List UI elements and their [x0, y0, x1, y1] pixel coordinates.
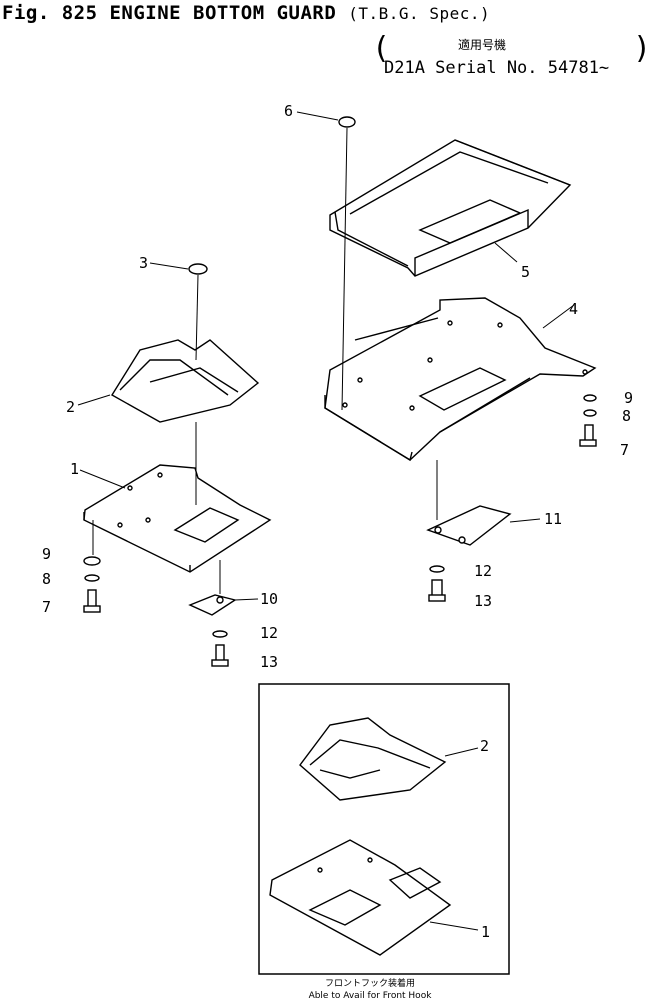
part-12-washer-left — [212, 630, 228, 638]
part-11-small-cover — [426, 505, 512, 546]
callout-7-right: 7 — [620, 441, 629, 459]
part-6-cap — [338, 116, 356, 128]
part-1-left-plate — [83, 464, 272, 573]
part-4-middle-plate — [324, 297, 597, 462]
inset-part-1-plate — [269, 839, 452, 956]
part-13-bolt-left — [211, 644, 229, 667]
callout-3: 3 — [139, 254, 148, 272]
inset-callout-1: 1 — [481, 923, 490, 941]
inset-frame — [258, 683, 510, 975]
inset-note-en: Able to Avail for Front Hook — [308, 991, 432, 1001]
callout-9-left: 9 — [42, 545, 51, 563]
callout-1: 1 — [70, 460, 79, 478]
part-9-washer-right — [583, 394, 597, 402]
part-7-bolt-left — [83, 589, 101, 613]
callout-8-right: 8 — [622, 407, 631, 425]
figure-title: Fig. 825 ENGINE BOTTOM GUARD (T.B.G. Spe… — [2, 2, 490, 24]
part-3-cap — [188, 263, 208, 275]
part-9-washer-left — [83, 556, 101, 566]
applicable-models-label: 適用号機 — [458, 38, 507, 52]
callout-10: 10 — [260, 590, 278, 608]
part-10-small-plate — [188, 594, 237, 616]
callout-11: 11 — [544, 510, 562, 528]
inset-callout-2: 2 — [480, 737, 489, 755]
part-7-bolt-right — [579, 424, 597, 447]
part-8-washer-right — [583, 409, 597, 417]
bracket-right: ) — [633, 31, 651, 66]
inset-part-2-guard — [299, 717, 447, 801]
part-5-upper-cover — [329, 139, 572, 277]
callout-7-left: 7 — [42, 598, 51, 616]
part-8-washer-left — [84, 574, 100, 582]
spec-label: (T.B.G. Spec.) — [348, 4, 491, 23]
callout-5: 5 — [521, 263, 530, 281]
callout-9-right: 9 — [624, 389, 633, 407]
bracket-left: ( — [372, 31, 391, 66]
callout-6: 6 — [284, 102, 293, 120]
callout-4: 4 — [569, 300, 578, 318]
part-13-bolt-right — [428, 579, 446, 602]
callout-8-left: 8 — [42, 570, 51, 588]
serial-range: D21A Serial No. 54781~ — [384, 58, 610, 78]
callout-13-right: 13 — [474, 592, 492, 610]
part-12-washer-right — [429, 565, 445, 573]
callout-2: 2 — [66, 398, 75, 416]
inset-note: フロントフック装着用 Able to Avail for Front Hook — [290, 978, 450, 1002]
callout-12-right: 12 — [474, 562, 492, 580]
figure-title-text: Fig. 825 ENGINE BOTTOM GUARD — [2, 2, 337, 24]
inset-note-jp: フロントフック装着用 — [324, 979, 415, 989]
callout-12-left: 12 — [260, 624, 278, 642]
part-2-left-guard — [111, 339, 260, 423]
callout-13-left: 13 — [260, 653, 278, 671]
